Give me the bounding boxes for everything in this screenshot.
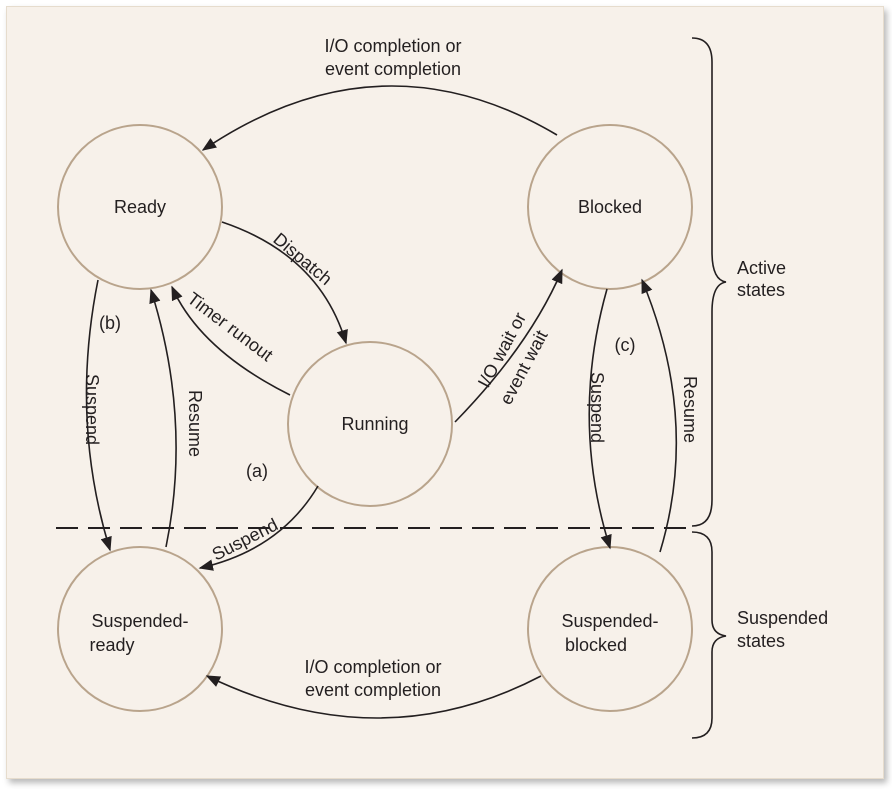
edge-blocked-to-ready [201,85,558,151]
suspended-states-label-1: Suspended [737,608,828,628]
edge-blocked-to-ready-label-2: event completion [325,59,461,79]
edge-blocked-resume [641,278,678,553]
state-suspended-ready-label-2: ready [89,635,134,655]
edge-bottom-label-1: I/O completion or [304,657,441,677]
edge-ready-suspend [85,279,112,552]
edge-io-wait [454,268,563,423]
edge-running-suspend [198,485,319,571]
state-suspended-blocked-label-2: blocked [565,635,627,655]
state-running-label: Running [341,414,408,434]
active-states-label-2: states [737,280,785,300]
edge-ready-resume [149,288,177,548]
edge-ready-resume-label: Resume [185,390,205,457]
state-running: Running [287,341,453,507]
state-blocked: Blocked [527,124,693,290]
suspended-states-label-2: states [737,631,785,651]
state-suspended-ready: Suspended- ready [57,546,223,712]
edge-running-suspend-label: Suspend [209,514,281,564]
marker-c: (c) [615,335,636,355]
state-ready-label: Ready [114,197,166,217]
edge-blocked-suspend-label: Suspend [587,372,607,443]
edge-blocked-to-ready-label-1: I/O completion or [324,36,461,56]
state-ready: Ready [57,124,223,290]
marker-a: (a) [246,461,268,481]
edge-timer-runout [171,285,291,396]
edge-bottom-label-2: event completion [305,680,441,700]
marker-b: (b) [99,313,121,333]
suspended-states-brace [691,531,727,739]
state-suspended-blocked-label-1: Suspended- [561,611,658,631]
active-states-label-1: Active [737,258,786,278]
edge-dispatch-label: Dispatch [269,229,336,289]
state-suspended-ready-label-1: Suspended- [91,611,188,631]
edge-ready-suspend-label: Suspend [82,374,102,445]
edge-dispatch [221,221,348,345]
edge-blocked-resume-label: Resume [680,376,700,443]
edge-blocked-suspend [588,288,612,550]
state-blocked-label: Blocked [578,197,642,217]
active-states-brace [691,37,727,527]
state-suspended-blocked: Suspended- blocked [527,546,693,712]
edge-suspended-blocked-to-suspended-ready [205,675,542,719]
